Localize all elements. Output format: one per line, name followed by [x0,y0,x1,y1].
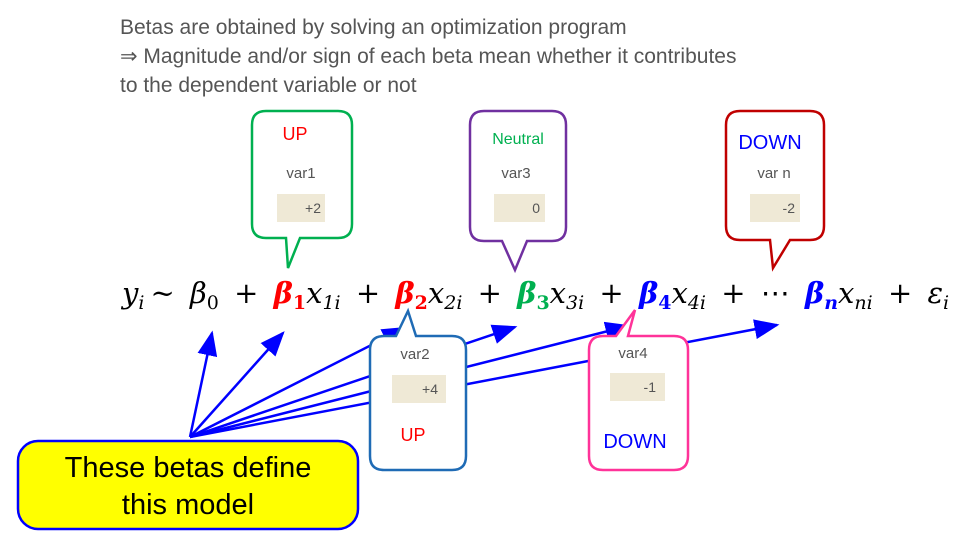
callout-var2-value: +4 [422,381,438,397]
eq-betan-sub: n [824,292,838,314]
callout-var4-value-box [610,373,665,401]
eq-xn: x [838,276,854,310]
eq-xn-sub: ni [854,292,872,314]
callout-var3-value-box [494,194,545,222]
eq-x2-sub: 2i [443,292,462,314]
callout-var2-direction: UP [400,425,425,445]
model-box-background [16,439,360,531]
callout-var3-value: 0 [532,200,540,216]
callout-var1-variable: var1 [286,165,315,182]
eq-x4: x [671,276,687,310]
eq-x3-sub: 3i [566,292,584,314]
eq-y-sub: i [138,292,144,314]
intro-text: Betas are obtained by solving an optimiz… [120,13,880,100]
callout-var3: Neutral var3 0 [468,109,568,274]
eq-beta2-sub: 2 [415,292,428,314]
intro-line-2: ⇒ Magnitude and/or sign of each beta mea… [120,45,737,68]
eq-beta3-sub: 3 [536,292,549,314]
arrow-to-beta1 [189,331,285,438]
callout-var1-direction: UP [282,124,307,144]
eq-beta4-sub: 4 [658,292,671,314]
callout-var3-variable: var3 [501,165,530,182]
callout-var1-bubble [250,109,354,269]
callout-varn: DOWN var n -2 [724,109,826,272]
eq-y: y [120,276,139,310]
eq-x2: x [428,276,444,310]
eq-beta2: β [394,276,414,310]
callout-var1-value-box [277,194,325,222]
eq-beta0-sub: 0 [207,292,219,314]
callout-var1: UP var1 +2 [250,109,354,269]
callout-varn-bubble [724,109,826,272]
callout-varn-direction: DOWN [738,132,801,154]
eq-beta1: β [273,276,293,310]
eq-x1-sub: 1i [322,292,340,314]
eq-tilde: ~ [150,276,174,310]
callout-var2: var2 +4 UP [368,307,468,472]
eq-beta3: β [516,276,536,310]
callout-var4-value: -1 [644,379,657,395]
callout-varn-variable: var n [757,165,790,182]
eq-plus-3: + [478,276,502,310]
callout-var4: var4 -1 DOWN [587,309,690,472]
eq-x1: x [306,276,322,310]
callout-var2-variable: var2 [400,346,429,363]
intro-line-3: to the dependent variable or not [120,74,417,97]
callout-var3-direction: Neutral [492,131,544,148]
callout-var3-bubble [468,109,568,274]
eq-beta0: β [189,276,207,310]
eq-beta4: β [638,276,658,310]
eq-epsilon-sub: i [943,292,949,314]
callout-var4-variable: var4 [618,345,647,362]
callout-var2-value-box [392,375,446,403]
eq-plus-2: + [356,276,380,310]
eq-x4-sub: 4i [687,292,706,314]
model-box-line2: this model [122,489,254,521]
regression-equation: yi~ β0 + β1x1i + β2x2i + β3x3i + β4x4i +… [120,276,949,316]
eq-plus-6: + [888,276,912,310]
arrow-to-beta0 [188,330,218,438]
model-box: These betas define this model [16,439,360,531]
callout-var1-value: +2 [305,200,321,216]
callout-varn-value-box [750,194,800,222]
eq-beta1-sub: 1 [293,292,306,314]
eq-betan: β [804,276,824,310]
model-box-line1: These betas define [65,452,312,484]
eq-plus-4: + [599,276,623,310]
intro-line-1: Betas are obtained by solving an optimiz… [120,16,627,39]
eq-x3: x [550,276,566,310]
eq-plus-1: + [234,276,258,310]
callout-var4-direction: DOWN [603,431,666,453]
eq-epsilon: ε [927,276,943,310]
eq-plus-5: + [721,276,745,310]
callout-varn-value: -2 [783,200,796,216]
eq-dots: ⋯ [761,276,790,310]
